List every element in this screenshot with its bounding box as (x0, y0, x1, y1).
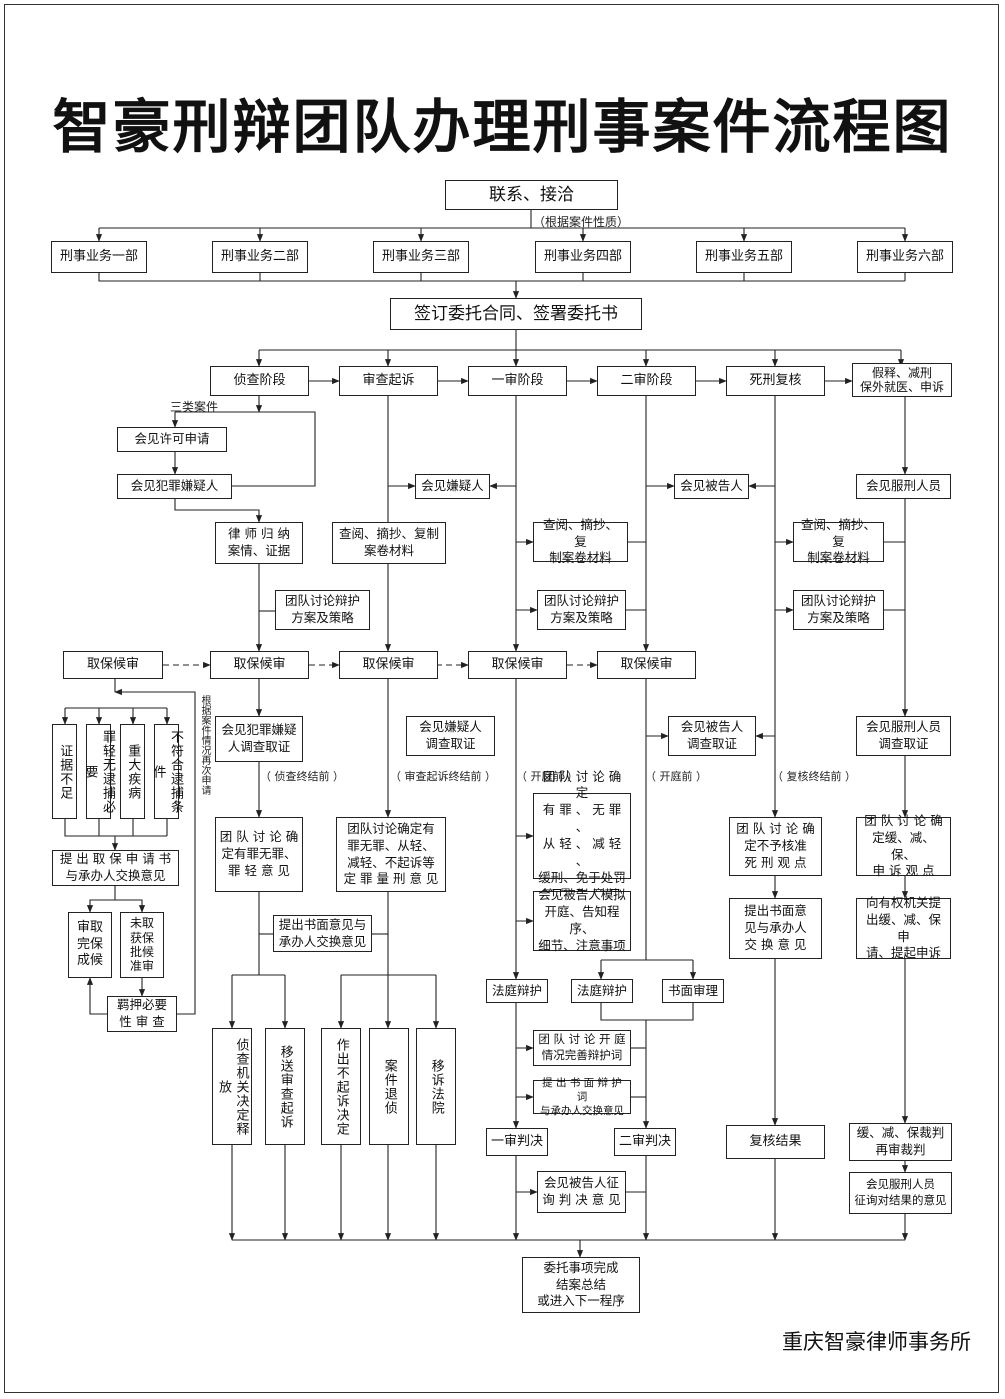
discuss-plan-box-1: 团队讨论辩护 方案及策略 (275, 590, 370, 630)
discuss-no-death-box: 团 队 讨 论 确 定不予核准 死 刑 观 点 (729, 817, 822, 876)
meet-suspect-box: 会见犯罪嫌疑人 (117, 474, 232, 499)
bail-reason-insufficient-evidence: 证据不足 (52, 724, 77, 819)
summarize-case-box: 律 师 归 纳 案情、证据 (215, 522, 303, 564)
connector-line (98, 273, 905, 282)
discuss-sentencing-box-3: 团 队 讨 论 确 定 有 罪 、 无 罪 、 从 轻 、 减 轻 、 缓刑、免… (533, 769, 631, 902)
department-4: 刑事业务四部 (535, 241, 631, 273)
investigate-suspect-box-2: 会见嫌疑人 调查取证 (406, 716, 495, 756)
by-nature-label: （根据案件性质） (533, 215, 630, 229)
stage-death-penalty-review: 死刑复核 (726, 366, 825, 396)
review-files-box-3: 查阅、摘抄、复 制案卷材料 (533, 517, 628, 565)
written-trial-box: 书面审理 (662, 979, 724, 1003)
discuss-sentencing-box-2: 团队讨论确定有 罪无罪、从轻、 减轻、不起诉等 定 罪 量 刑 意 见 (336, 817, 446, 892)
meet-prisoner-box: 会见服刑人员 (856, 474, 951, 499)
meet-defendant-verdict-box: 会见被告人征 询 判 决 意 见 (537, 1171, 626, 1213)
investigate-defendant-box-4: 会见被告人 调查取证 (668, 716, 756, 756)
propose-application-box: 向有权机关提 出缓、减、保 申 请、提起申诉 (856, 895, 951, 960)
department-5: 刑事业务五部 (696, 241, 792, 273)
three-types-label: 三类案件 (170, 400, 219, 414)
second-judgment-box: 二审判决 (614, 1128, 676, 1156)
court-defense-box-4: 法庭辩护 (571, 979, 633, 1003)
mock-trial-box: 会见被告人模拟 开庭、告知程序、 细节、注意事项 (533, 887, 631, 953)
result-to-court: 移诉法院 (416, 1028, 456, 1145)
connector-line (174, 499, 263, 523)
connector-line (64, 819, 167, 837)
discuss-plan-box-3: 团队讨论辩护 方案及策略 (537, 590, 626, 630)
prisoner-opinion-box: 会见服刑人员 征询对结果的意见 (849, 1172, 952, 1214)
before-trial-label-3: （ 开庭前 ） (516, 770, 578, 783)
stage-investigation: 侦查阶段 (210, 366, 309, 396)
bail-reason-minor-crime: 罪轻无逮捕必要 (83, 724, 115, 819)
written-opinion-box-5: 提出书面意 见与承办人 交 换 意 见 (729, 898, 822, 959)
department-2: 刑事业务二部 (212, 241, 308, 273)
investigate-suspect-box: 会见犯罪嫌疑 人调查取证 (215, 716, 303, 762)
bail-application-box: 提 出 取 保 申 请 书 与承办人交换意见 (52, 850, 179, 886)
page-frame (4, 4, 999, 1393)
result-transfer: 移送审查起诉 (265, 1028, 305, 1145)
before-investigation-end-label: （ 侦查终结前 ） (260, 770, 344, 783)
result-release: 侦查机关决定释放 (212, 1028, 252, 1145)
contact-box: 联系、接洽 (445, 180, 618, 210)
reapply-label: 根据案件情况再次申请 (199, 695, 210, 795)
bail-reason-serious-illness: 重大疾病 (120, 724, 145, 819)
connector-line (115, 899, 146, 913)
connector-line (175, 411, 316, 487)
before-trial-label-4: （ 开庭前 ） (645, 770, 707, 783)
bail-reason-not-meet-arrest: 不符合逮捕条件 (151, 724, 183, 819)
connector-line (86, 977, 107, 1015)
review-result-box: 复核结果 (726, 1125, 825, 1159)
parole-ruling-box: 缓、减、保裁判 再审裁判 (849, 1123, 952, 1161)
result-return-investigation: 案件退侦 (369, 1028, 409, 1145)
review-files-box-5: 查阅、摘抄、复 制案卷材料 (793, 517, 884, 565)
first-judgment-box: 一审判决 (486, 1128, 548, 1156)
bail-box-first-trial: 取保候审 (468, 651, 567, 679)
stage-first-trial: 一审阶段 (468, 366, 567, 396)
discuss-plan-box-5: 团队讨论辩护 方案及策略 (793, 590, 884, 630)
bail-box-investigation: 取保候审 (210, 651, 309, 679)
connector-line (600, 1003, 694, 1021)
connector-line (86, 886, 116, 913)
result-no-prosecution: 作出不起诉决定 (321, 1028, 361, 1145)
bail-box-second-trial: 取保候审 (597, 651, 696, 679)
stage-prosecution-review: 审查起诉 (339, 366, 438, 396)
visit-permit-box: 会见许可申请 (117, 427, 227, 452)
trial-discuss-box: 团 队 讨 论 开 庭 情况完善辩护词 (533, 1030, 631, 1066)
footer-firm-name: 重庆智豪律师事务所 (782, 1330, 971, 1354)
meet-defendant-box-4: 会见被告人 (674, 474, 749, 499)
bail-box-left: 取保候审 (63, 651, 163, 679)
bail-completed-box: 审取 完保 成候 (68, 912, 112, 978)
bail-not-approved-box: 未取 获保 批候 准审 (120, 912, 164, 978)
meet-suspect-box-2: 会见嫌疑人 (415, 474, 490, 499)
investigate-prisoner-box: 会见服刑人员 调查取证 (856, 716, 951, 756)
contract-box: 签订委托合同、签署委托书 (390, 298, 642, 330)
bail-box-prosecution: 取保候审 (339, 651, 438, 679)
final-box: 委托事项完成 结案总结 或进入下一程序 (522, 1257, 640, 1313)
connector-line (114, 688, 196, 1015)
stage-parole-appeal: 假释、减刑 保外就医、申诉 (852, 363, 952, 397)
department-1: 刑事业务一部 (51, 241, 147, 273)
before-prosecution-end-label: （ 审查起诉终结前 ） (390, 770, 496, 783)
review-files-box-2: 查阅、摘抄、复制 案卷材料 (332, 522, 446, 564)
court-defense-box-3: 法庭辩护 (486, 979, 548, 1003)
stage-second-trial: 二审阶段 (597, 366, 696, 396)
discuss-guilt-box: 团 队 讨 论 确 定有罪无罪、 罪 轻 意 见 (215, 817, 303, 892)
department-3: 刑事业务三部 (373, 241, 469, 273)
page-title: 智豪刑辩团队办理刑事案件流程图 (52, 93, 953, 161)
department-6: 刑事业务六部 (857, 241, 953, 273)
custody-review-box: 羁押必要 性 审 查 (107, 996, 177, 1032)
before-review-end-label: （ 复核终结前 ） (772, 770, 856, 783)
defense-brief-box: 提 出 书 面 辩 护 词 与承办人交换意见 (533, 1077, 631, 1117)
discuss-parole-box: 团 队 讨 论 确 定缓、减、保、 申 诉 观 点 (856, 813, 951, 878)
written-opinion-box: 提出书面意见与 承办人交换意见 (273, 915, 372, 952)
